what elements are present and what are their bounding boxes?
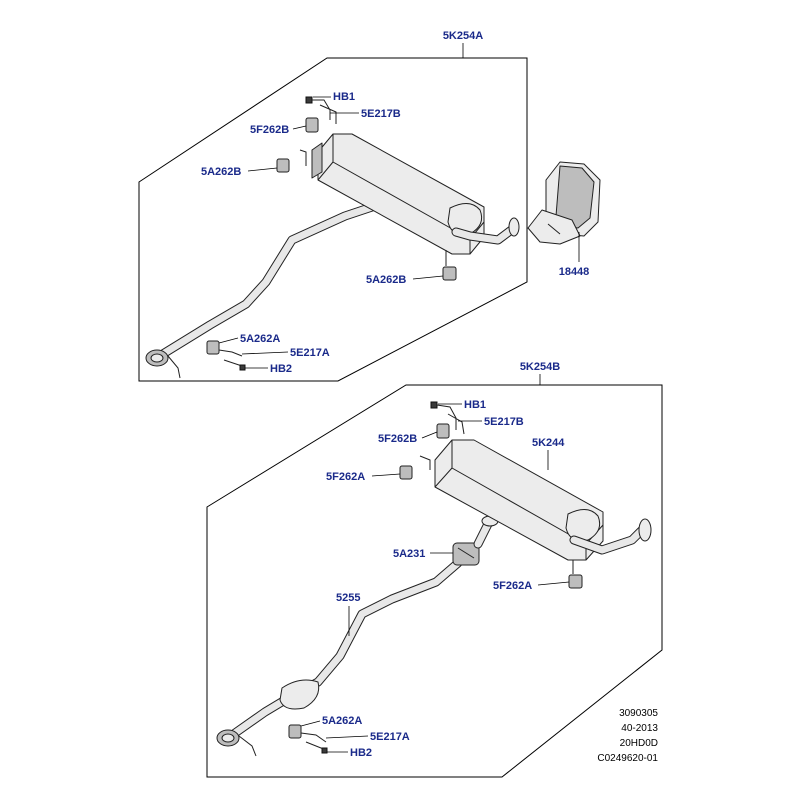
label-hb1-a: HB1 bbox=[333, 91, 355, 103]
label-5e217a-a: 5E217A bbox=[290, 347, 330, 359]
label-5f262a-upper-b: 5F262A bbox=[326, 471, 365, 483]
label-hb1-b: HB1 bbox=[464, 399, 486, 411]
assembly-b-panel: 5K254B bbox=[206, 361, 663, 778]
label-hb2-a: HB2 bbox=[270, 363, 292, 375]
front-pipe-b bbox=[216, 558, 463, 757]
hangers-a bbox=[206, 96, 457, 371]
label-5a262b-upper-a: 5A262B bbox=[201, 166, 241, 178]
label-5a262b-lower-a: 5A262B bbox=[366, 274, 406, 286]
assembly-b-frame bbox=[206, 384, 663, 778]
assembly-b-title: 5K254B bbox=[520, 361, 560, 373]
hangers-b bbox=[288, 401, 583, 754]
assembly-a-title: 5K254A bbox=[443, 30, 483, 42]
label-hb2-b: HB2 bbox=[350, 747, 372, 759]
reference-line-2: 40-2013 bbox=[621, 723, 658, 734]
label-5k244: 5K244 bbox=[532, 437, 565, 449]
reference-line-1: 3090305 bbox=[619, 708, 658, 719]
label-18448: 18448 bbox=[559, 266, 590, 278]
label-5a262a-a: 5A262A bbox=[240, 333, 280, 345]
heat-shield: 18448 bbox=[527, 161, 601, 278]
assembly-a-frame bbox=[138, 57, 528, 382]
assembly-a-panel: 5K254A bbox=[138, 30, 528, 382]
label-5e217b-a: 5E217B bbox=[361, 108, 401, 120]
reference-line-3: 20HD0D bbox=[620, 738, 658, 749]
clamp-5a231 bbox=[452, 515, 499, 566]
muffler-b bbox=[434, 439, 652, 561]
muffler-a bbox=[311, 133, 520, 255]
label-5e217a-b: 5E217A bbox=[370, 731, 410, 743]
reference-line-4: C0249620-01 bbox=[597, 753, 658, 764]
label-5255: 5255 bbox=[336, 592, 360, 604]
label-5a231: 5A231 bbox=[393, 548, 425, 560]
label-5a262a-b: 5A262A bbox=[322, 715, 362, 727]
label-5f262a-lower-b: 5F262A bbox=[493, 580, 532, 592]
label-5e217b-b: 5E217B bbox=[484, 416, 524, 428]
front-pipe-a bbox=[145, 197, 377, 379]
label-5f262b-a: 5F262B bbox=[250, 124, 289, 136]
reference-block: 3090305 40-2013 20HD0D C0249620-01 bbox=[597, 708, 658, 764]
label-5f262b-b: 5F262B bbox=[378, 433, 417, 445]
